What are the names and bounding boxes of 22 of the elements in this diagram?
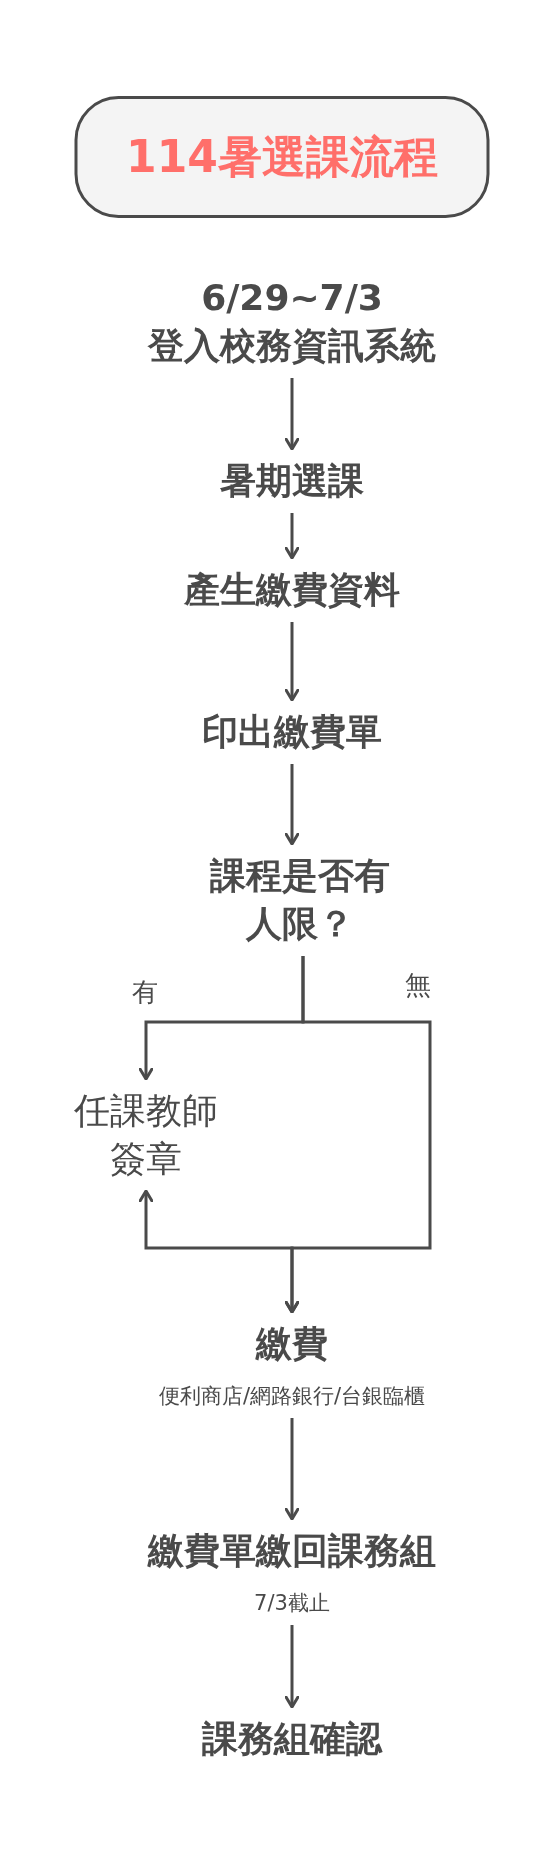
step-label: 產生繳費資料 xyxy=(183,568,401,612)
step-label: 課務組確認 xyxy=(201,1717,384,1761)
step-note: 便利商店/網路銀行/台銀臨櫃 xyxy=(157,1383,427,1410)
title-box: 114暑選課流程 xyxy=(74,96,490,218)
decision-label: 課程是否有人限？ xyxy=(209,854,391,946)
date-label: 6/29~7/3 xyxy=(200,276,384,320)
arrow xyxy=(138,1189,300,1314)
step-label: 繳費 xyxy=(254,1322,329,1366)
arrow xyxy=(284,513,300,560)
edge-label: 無 xyxy=(405,970,431,1000)
step-label: 印出繳費單 xyxy=(201,710,383,754)
edge-label: 有 xyxy=(132,977,158,1007)
step-label: 繳費單繳回課務組 xyxy=(146,1529,437,1573)
step-label: 登入校務資訊系統 xyxy=(146,324,437,368)
arrow xyxy=(284,1418,300,1521)
step-label: 任課教師簽章 xyxy=(73,1089,219,1181)
step-label: 暑期選課 xyxy=(219,459,365,503)
arrow xyxy=(284,622,300,702)
arrow xyxy=(284,1625,300,1709)
arrow xyxy=(284,764,300,846)
step-note: 7/3截止 xyxy=(253,1590,331,1617)
arrow xyxy=(284,378,300,451)
